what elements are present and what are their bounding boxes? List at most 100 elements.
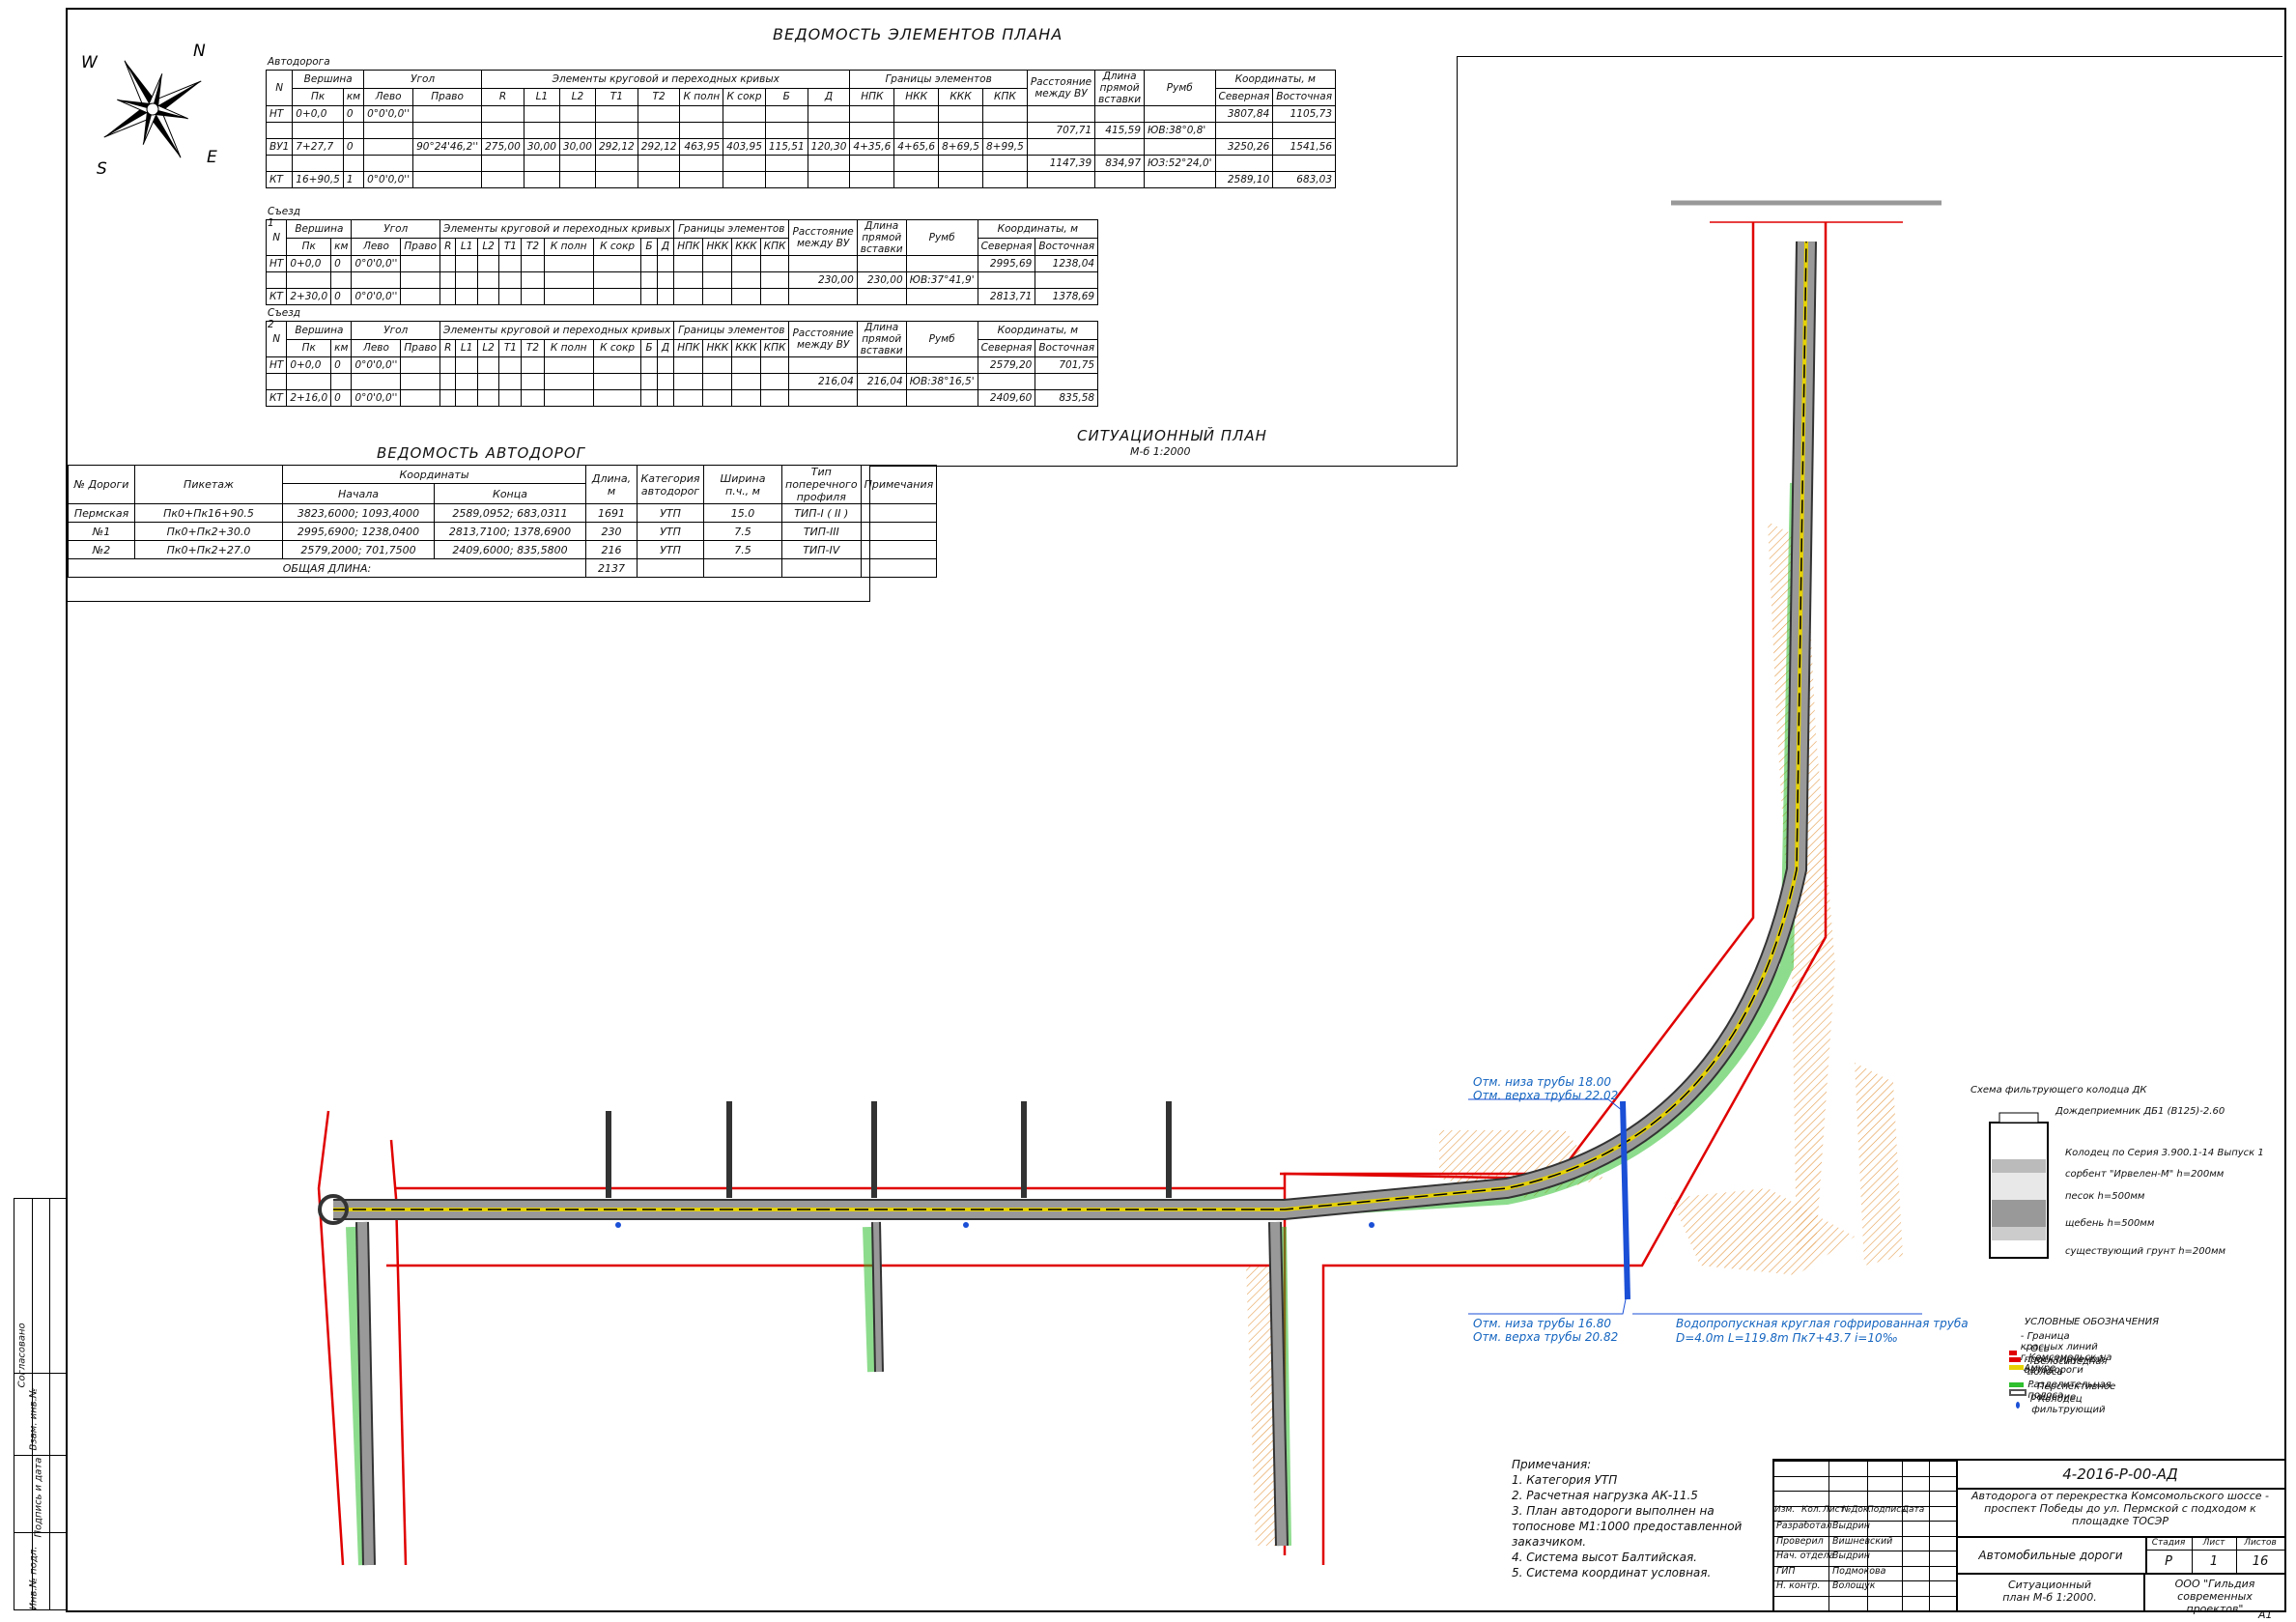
well-scheme-l4: песок h=500мм	[2065, 1191, 2145, 1202]
plan-cell	[905, 288, 978, 305]
roads-h-category: Категория автодорог	[637, 465, 704, 504]
notes-line: 1. Категория УТП	[1512, 1473, 1618, 1487]
tb-name: Вишневский	[1832, 1535, 1893, 1547]
plan-cell: КТ	[265, 171, 294, 188]
roads-h-width: Ширина п.ч., м	[703, 465, 782, 504]
notes-line: 5. Система координат условная.	[1512, 1566, 1712, 1579]
title-block-code: 4-2016-Р-00-АД	[1956, 1461, 2284, 1490]
plan-section-name: Автодорога	[268, 56, 330, 68]
roads-total-label: ОБЩАЯ ДЛИНА:	[68, 558, 586, 578]
roads-h-start: Начала	[282, 483, 435, 504]
roads-table: № Дороги Пикетаж Координаты Длина, м Кат…	[68, 465, 938, 578]
plan-cell: НТ	[265, 356, 288, 374]
plan-cell: 16+90,5	[292, 171, 344, 188]
tb-name: Подмокова	[1832, 1565, 1886, 1577]
plan-cell	[673, 389, 704, 407]
table-area-border	[1457, 56, 1458, 466]
plan-cell: 1378,69	[1035, 288, 1099, 305]
plan-header-cell: Координаты, м	[1214, 70, 1337, 89]
roads-total-value: 2137	[585, 558, 638, 578]
legend-label: - Ось проектируемой автодороги	[2024, 1344, 2104, 1376]
plan-cell	[1026, 171, 1096, 188]
notes-line: 4. Система высот Балтийская.	[1512, 1551, 1697, 1564]
separation-zone	[346, 482, 1803, 1566]
plan-cell: ЮВ:37°41,9'	[905, 271, 978, 289]
title-block-sheets-h: Листов	[2236, 1538, 2284, 1551]
tb-role: Разработал	[1776, 1521, 1832, 1531]
plan-cell: 463,95	[679, 138, 724, 156]
plan-header-cell: Границы элементов	[673, 321, 790, 340]
table-area-border-bottom	[869, 466, 1458, 467]
plan-cell: 275,00	[481, 138, 524, 156]
plan-cell: 0°0'0,0''	[351, 356, 402, 374]
sheet-frame	[66, 8, 2286, 1612]
plan-cell: 2813,71	[977, 288, 1036, 305]
legend-swatch	[2009, 1388, 2027, 1396]
plan-header-cell: L1	[455, 338, 478, 357]
tb-col-header: Лист	[1823, 1505, 1845, 1515]
tb-name: Волощук	[1832, 1580, 1876, 1591]
notes-line: топоснове М1:1000 предоставленной	[1512, 1520, 1743, 1533]
pipe-bottom-label-1: Отм. низа трубы 16.80	[1473, 1317, 1612, 1330]
plan-cell	[1144, 171, 1216, 188]
plan-cell: 403,95	[723, 138, 766, 156]
well-scheme-title: Схема фильтрующего колодца ДК	[1970, 1085, 2147, 1096]
plan-header-cell: Пк	[286, 338, 332, 357]
plan-cell: 8+69,5	[938, 138, 983, 156]
plan-cell	[905, 389, 978, 407]
title-block-sheet: 1	[2192, 1551, 2237, 1573]
roads-h-notes: Примечания	[860, 465, 938, 504]
main-road	[333, 241, 1817, 1566]
plan-cell: 0+0,0	[286, 356, 332, 374]
well-scheme-l2: Колодец по Серия 3.900.1-14 Выпуск 1	[2065, 1148, 2264, 1158]
plan-cell: 3250,26	[1214, 138, 1274, 156]
plan-cell: 0	[330, 389, 353, 407]
legend-label: - Граница красных линий г.Комсомольск-на…	[2020, 1331, 2112, 1374]
plan-cell: КТ	[265, 389, 288, 407]
tb-col-header: Дата	[1902, 1505, 1925, 1515]
roads-cell-type: ТИП-III	[781, 522, 862, 541]
plan-cell: ЮЗ:52°24,0'	[1144, 155, 1216, 172]
compass-e: E	[207, 148, 217, 167]
plan-cell: 1238,04	[1035, 255, 1099, 272]
plan-cell	[558, 171, 596, 188]
roads-cell-end: 2813,7100; 1378,6900	[434, 522, 586, 541]
plan-cell: 0°0'0,0''	[363, 171, 414, 188]
plan-cell: 835,58	[1035, 389, 1099, 407]
plan-header-cell: R	[439, 338, 457, 357]
pipe-desc-1: Водопропускная круглая гофрированная тру…	[1676, 1317, 1969, 1330]
plan-cell	[788, 389, 858, 407]
plan-header-cell: К сокр	[723, 87, 766, 106]
plan-cell: 2579,20	[977, 356, 1036, 374]
plan-cell	[412, 171, 483, 188]
notes-line: заказчиком.	[1512, 1535, 1587, 1549]
plan-cell: 0°0'0,0''	[351, 255, 402, 272]
culvert-leader-top	[1468, 1098, 1624, 1112]
plan-header-cell: Северная	[977, 338, 1036, 357]
plan-cell: 707,71	[1026, 122, 1096, 139]
plan-table-title: ВЕДОМОСТЬ ЭЛЕМЕНТОВ ПЛАНА	[773, 25, 1063, 43]
top-intersection	[1671, 200, 1942, 223]
plan-header-cell: км	[330, 237, 353, 256]
legend-label: - Перспективное решение	[2030, 1381, 2116, 1403]
title-block-sheets: 16	[2252, 1554, 2269, 1569]
tb-role: ГИП	[1776, 1565, 1796, 1577]
plan-header-cell: Право	[400, 237, 441, 256]
title-block-org: ООО "Гильдия современных проектов"	[2174, 1578, 2255, 1615]
legend-title: УСЛОВНЫЕ ОБОЗНАЧЕНИЯ	[2025, 1317, 2160, 1327]
plan-cell	[640, 288, 658, 305]
plan-cell: 0°0'0,0''	[351, 288, 402, 305]
legend-item: - Колодец фильтрующий	[2009, 1394, 2108, 1415]
legend-swatch	[2009, 1350, 2017, 1355]
plan-cell: ВУ1	[265, 138, 294, 156]
plan-cell	[637, 171, 681, 188]
situation-scale: М-б 1:2000	[1130, 445, 1191, 458]
plan-cell	[673, 288, 704, 305]
